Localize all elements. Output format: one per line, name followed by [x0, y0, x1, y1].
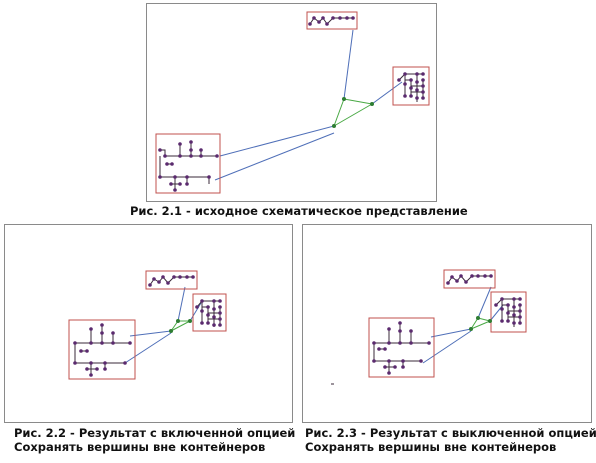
link-right-hub [371, 81, 403, 105]
tree-right-nodes [397, 72, 425, 100]
caption-line: Сохранять вершины вне контейнеров [305, 440, 557, 454]
container-left [68, 319, 136, 380]
tree-top-nodes [308, 16, 355, 26]
link-top-hub [477, 286, 492, 319]
link-top-hub [343, 29, 354, 100]
link-green-3 [470, 320, 491, 330]
caption-line: Рис. 2.2 - Результат с включенной опцией [14, 426, 296, 440]
link-left-hub-a [129, 330, 172, 337]
link-green-3 [333, 103, 373, 127]
schematic-diagram-fig-2-3 [331, 269, 527, 385]
link-left-hub-a [219, 125, 335, 157]
tree-top-nodes [446, 274, 493, 285]
container-left [155, 133, 221, 194]
diagram-panel-fig-2-2 [4, 224, 293, 423]
tree-left-nodes [158, 140, 219, 192]
container-right [490, 291, 527, 333]
tree-left [159, 142, 217, 190]
tree-left-nodes [73, 323, 132, 377]
link-green-1 [343, 98, 373, 105]
diagram-panel-fig-2-1 [146, 3, 437, 202]
container-right [192, 293, 227, 332]
container-right [392, 66, 430, 106]
link-green-1 [477, 317, 491, 322]
link-green-2 [470, 317, 479, 330]
schematic-diagram-fig-2-2 [68, 270, 227, 380]
caption-fig-2-2: Рис. 2.2 - Результат с включенной опцией… [14, 426, 295, 454]
link-left-hub-b [214, 132, 335, 181]
container-top [145, 270, 198, 290]
container-top [306, 11, 358, 30]
link-green-3 [170, 320, 191, 332]
tree-right-nodes [494, 297, 522, 325]
container-top [443, 269, 496, 289]
link-left-hub-b [124, 332, 172, 364]
schematic-diagram-fig-2-1 [155, 11, 430, 194]
hub-nodes [169, 319, 192, 333]
caption-fig-2-1: Рис. 2.1 - исходное схематическое предст… [130, 204, 468, 218]
link-left-hub-b [422, 330, 472, 364]
link-top-hub [177, 286, 186, 322]
hub-nodes [469, 316, 492, 331]
tree-right-nodes [195, 299, 222, 327]
diagram-panel-fig-2-3 [302, 224, 592, 423]
tree-left-nodes [372, 321, 431, 375]
tree-top-nodes [148, 275, 195, 287]
caption-fig-2-3: Рис. 2.3 - Результат с выключенной опцие… [305, 426, 596, 454]
container-left [368, 317, 435, 378]
link-green-2 [333, 98, 345, 127]
link-green-2 [170, 320, 179, 332]
link-right-hub [489, 304, 504, 322]
hub-nodes [332, 97, 374, 128]
caption-line: Сохранять вершины вне контейнеров [14, 440, 266, 454]
caption-line: Рис. 2.1 - исходное схематическое предст… [130, 204, 468, 218]
caption-line: Рис. 2.3 - Результат с выключенной опцие… [305, 426, 596, 440]
link-left-hub-a [430, 328, 472, 338]
link-right-hub [189, 302, 202, 322]
